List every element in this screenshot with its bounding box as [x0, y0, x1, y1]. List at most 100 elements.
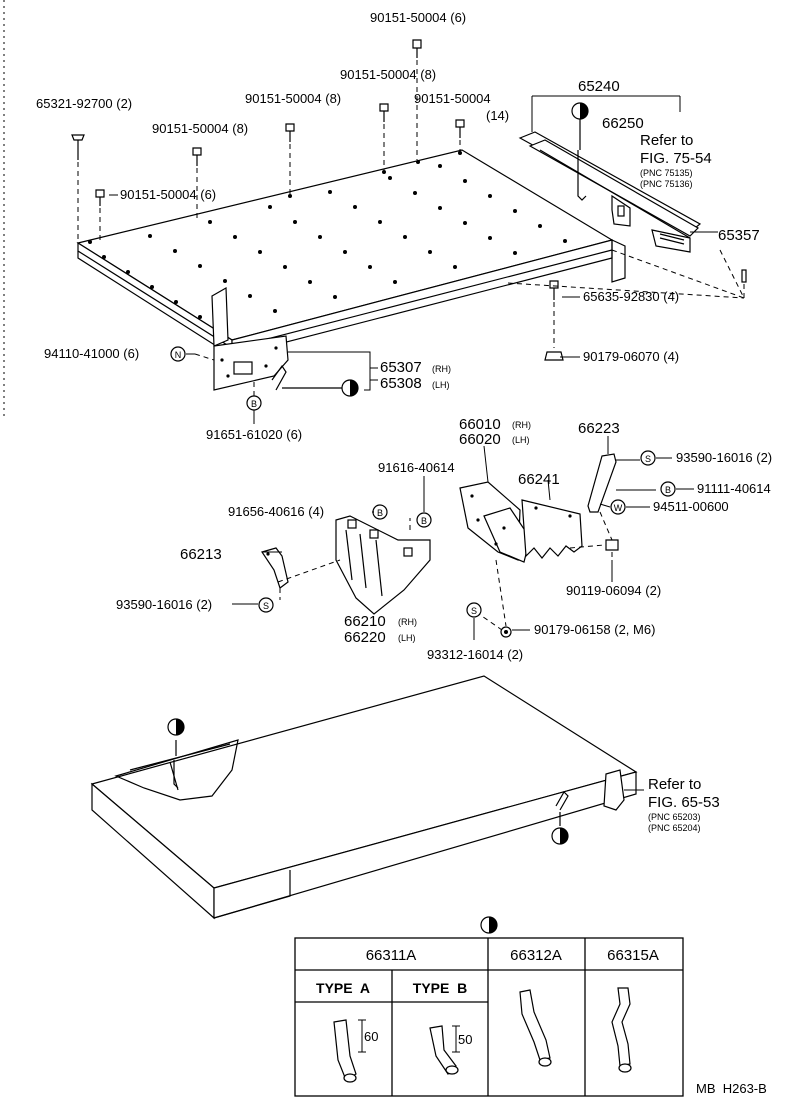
dimension-type-b: 50	[458, 1032, 472, 1047]
bolt-90151-left2	[285, 123, 295, 194]
hook-lower-right	[555, 791, 569, 826]
ref-fig-65-53-line1: Refer to	[648, 776, 701, 793]
leader-lines	[109, 95, 718, 640]
ref-fig-75-54-line1: Refer to	[640, 132, 693, 149]
hook-66312a	[519, 989, 552, 1067]
part-label-66241: 66241	[518, 471, 560, 488]
stay-66223	[587, 453, 640, 513]
part-label-65357: 65357	[718, 227, 760, 244]
part-label-90179-06158: 90179-06158 (2, M6)	[534, 622, 655, 637]
table-header-66315a: 66315A	[607, 947, 659, 964]
halfmoon-symbol	[167, 718, 185, 736]
part-label-65635: 65635-92830 (4)	[583, 289, 679, 304]
ref-fig-65-53-pnc2: (PNC 65204)	[648, 823, 701, 833]
table-header-66312a: 66312A	[510, 947, 562, 964]
part-label-66010-side: (RH)	[512, 420, 531, 430]
part-label-65321: 65321-92700 (2)	[36, 96, 132, 111]
bolt-90151-6b	[95, 189, 105, 244]
symbol-b-label: B	[251, 399, 257, 409]
hook-lower-left	[173, 740, 179, 789]
pin-65308	[271, 364, 287, 391]
symbol-s-label: S	[645, 454, 651, 464]
part-label-90151-top: 90151-50004 (6)	[370, 10, 466, 25]
part-label-94110: 94110-41000 (6)	[44, 346, 139, 361]
floor-holes	[88, 151, 567, 319]
part-label-94511: 94511-00600	[653, 499, 729, 514]
part-label-90179-06070: 90179-06070 (4)	[583, 349, 679, 364]
ref-fig-65-53-pnc1: (PNC 65203)	[648, 812, 701, 822]
bracket-66213	[261, 547, 289, 589]
part-label-93312: 93312-16014 (2)	[427, 647, 523, 662]
symbol-s: S	[258, 597, 274, 613]
symbol-b: B	[246, 395, 262, 411]
part-label-91656: 91656-40616 (4)	[228, 504, 324, 519]
part-label-90151-6b: 90151-50004 (6)	[120, 187, 216, 202]
symbol-w-label: W	[614, 503, 623, 513]
part-label-65308: 65308	[380, 375, 422, 392]
mudguard-66210	[335, 515, 431, 615]
ref-fig-75-54-line2: FIG. 75-54	[640, 150, 712, 167]
symbol-b: B	[372, 504, 388, 520]
variants-table: 66311A 66312A 66315A TYPE A TYPE B 60 50	[294, 937, 684, 1097]
part-label-90151-left: 90151-50004 (8)	[152, 121, 248, 136]
clip-66250	[577, 150, 631, 227]
part-label-66213: 66213	[180, 546, 222, 563]
symbol-n-label: N	[175, 350, 182, 360]
bolt-90151-mid	[379, 103, 389, 170]
part-label-93590-b: 93590-16016 (2)	[116, 597, 212, 612]
dimension-type-a: 60	[364, 1029, 378, 1044]
table-subheader-type-a: TYPE A	[316, 980, 370, 996]
diagram-code: MB H263-B	[696, 1081, 767, 1096]
part-label-65240: 65240	[578, 78, 620, 95]
symbol-s: S	[466, 602, 482, 618]
bracket-66010	[459, 481, 531, 563]
halfmoon-symbol	[571, 102, 589, 150]
part-label-91111: 91111-40614	[697, 481, 771, 496]
nut-90179-06158	[500, 626, 512, 638]
part-label-66223: 66223	[578, 420, 620, 437]
symbol-b-label: B	[421, 516, 427, 526]
part-label-66250: 66250	[602, 115, 644, 132]
symbol-s: S	[640, 450, 656, 466]
part-label-91651: 91651-61020 (6)	[206, 427, 302, 442]
hook-type-b: 50	[429, 1025, 472, 1075]
part-label-91616: 91616-40614	[378, 460, 455, 475]
part-label-90151-14-qty: (14)	[486, 108, 509, 123]
table-subheader-type-b: TYPE B	[413, 980, 467, 996]
part-label-90151-mid: 90151-50004 (8)	[340, 67, 436, 82]
part-label-90151-14: 90151-50004	[414, 91, 491, 106]
symbol-b-label: B	[377, 508, 383, 518]
rail-65240	[518, 131, 702, 253]
part-label-66020-side: (LH)	[512, 435, 530, 445]
bolt-90151-left	[192, 147, 202, 220]
plate-66241	[521, 499, 583, 559]
part-label-66220: 66220	[344, 629, 386, 646]
ref-fig-75-54-pnc2: (PNC 75136)	[640, 179, 693, 189]
symbol-b: B	[660, 481, 676, 497]
symbol-s-label: S	[471, 606, 477, 616]
bolt-90151-14	[455, 119, 465, 152]
part-label-90151-left2: 90151-50004 (8)	[245, 91, 341, 106]
part-label-65307: 65307	[380, 359, 422, 376]
symbol-s-label: S	[263, 601, 269, 611]
bolt-90151-top	[412, 39, 422, 160]
symbol-b-label: B	[665, 485, 671, 495]
halfmoon-symbol	[480, 916, 498, 934]
cargo-bed	[90, 675, 638, 920]
pin-65357	[719, 249, 747, 299]
floor-panel	[76, 149, 626, 357]
symbol-n: N	[170, 346, 186, 362]
bolt-65635	[544, 280, 564, 361]
halfmoon-symbol	[282, 379, 359, 397]
symbol-w: W	[610, 499, 626, 515]
part-label-90119: 90119-06094 (2)	[566, 583, 661, 598]
ref-fig-75-54-pnc1: (PNC 75135)	[640, 168, 693, 178]
symbol-b: B	[416, 512, 432, 528]
part-label-66220-side: (LH)	[398, 633, 416, 643]
halfmoon-symbol	[551, 827, 569, 845]
bolt-65321	[71, 134, 85, 240]
part-label-93590-a: 93590-16016 (2)	[676, 450, 772, 465]
part-label-65308-side: (LH)	[432, 380, 450, 390]
part-label-66020: 66020	[459, 431, 501, 448]
